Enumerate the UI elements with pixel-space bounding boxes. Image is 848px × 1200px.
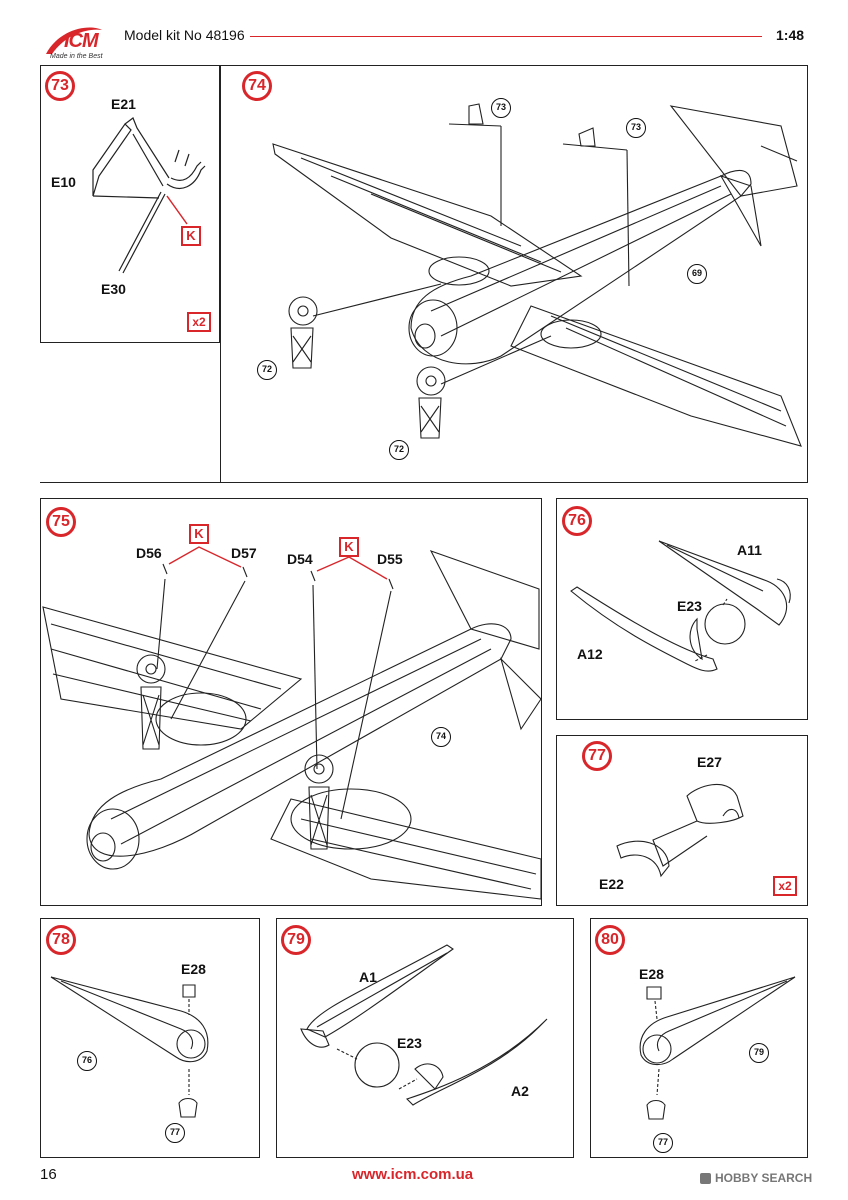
step-80-panel: 80 E28 79 77: [590, 918, 808, 1158]
ref-72-b: 72: [389, 440, 409, 460]
part-e27-label: E27: [697, 754, 722, 770]
part-e21-label: E21: [111, 96, 136, 112]
kit-label: Model kit No 48196: [124, 27, 245, 43]
aircraft-gear-drawing: [42, 546, 542, 900]
logo-tagline: Made in the Best: [50, 53, 103, 60]
watermark: HOBBY SEARCH: [700, 1171, 812, 1185]
step-79-number: 79: [281, 925, 311, 955]
step-80-number: 80: [595, 925, 625, 955]
exhaust-parts-drawing: [616, 783, 744, 878]
nacelle-assembly-drawing-80: [639, 976, 796, 1120]
part-d57-label: D57: [231, 545, 257, 561]
scale-label: 1:48: [776, 27, 805, 43]
glue-k-badge-right: K: [339, 537, 359, 557]
ref-73-a: 73: [491, 98, 511, 118]
ref-69: 69: [687, 264, 707, 284]
step-75-number: 75: [46, 507, 76, 537]
step-77-number: 77: [582, 741, 612, 771]
part-a1-label: A1: [359, 969, 377, 985]
step-77-panel: 77 E27 E22 x2: [556, 735, 808, 906]
part-d56-label: D56: [136, 545, 162, 561]
ref-77-a: 77: [165, 1123, 185, 1143]
website-link[interactable]: www.icm.com.ua: [352, 1166, 474, 1183]
step-78-number: 78: [46, 925, 76, 955]
step-76-number: 76: [562, 506, 592, 536]
part-e28-label-78: E28: [181, 961, 206, 977]
part-e30-label: E30: [101, 281, 126, 297]
nacelle-assembly-drawing-78: [50, 976, 209, 1118]
nacelle-parts-drawing: [570, 540, 791, 672]
strut-assembly-drawing: [92, 117, 206, 274]
icm-logo: ICM Made in the Best: [40, 22, 120, 64]
step-73-panel: 73 E21 E10 E30 K x2: [40, 65, 220, 343]
part-a11-label: A11: [737, 542, 762, 558]
part-e23-label: E23: [677, 598, 702, 614]
step-74-number: 74: [242, 71, 272, 101]
part-e22-label: E22: [599, 876, 624, 892]
ref-79: 79: [749, 1043, 769, 1063]
ref-74: 74: [431, 727, 451, 747]
logo-text: ICM: [64, 30, 99, 52]
part-a12-label: A12: [577, 646, 603, 662]
multiplier-x2-badge-77: x2: [773, 876, 797, 896]
part-d55-label: D55: [377, 551, 403, 567]
part-a2-label: A2: [511, 1083, 529, 1099]
multiplier-x2-badge: x2: [187, 312, 211, 332]
header-rule: [250, 36, 762, 37]
watermark-icon: [700, 1172, 711, 1184]
step-74-frame: 74: [220, 65, 808, 483]
step-73-number: 73: [45, 71, 75, 101]
ref-76: 76: [77, 1051, 97, 1071]
ref-73-b: 73: [626, 118, 646, 138]
logo-swoosh: [46, 27, 102, 54]
ref-77-b: 77: [653, 1133, 673, 1153]
nacelle-halves-drawing-79: [300, 944, 548, 1106]
ref-72-a: 72: [257, 360, 277, 380]
step-76-panel: 76 A11 E23 A12: [556, 498, 808, 720]
glue-k-badge-left: K: [189, 524, 209, 544]
part-e10-label: E10: [51, 174, 76, 190]
watermark-text: HOBBY SEARCH: [715, 1171, 813, 1185]
glue-k-badge: K: [181, 226, 201, 246]
part-e23-label-79: E23: [397, 1035, 422, 1051]
page-number: 16: [40, 1166, 57, 1183]
part-d54-label: D54: [287, 551, 313, 567]
step-78-panel: 78 E28 76 77: [40, 918, 260, 1158]
part-e28-label-80: E28: [639, 966, 664, 982]
step-79-panel: 79 A1 E23 A2: [276, 918, 574, 1158]
step-75-panel: 75 K K D56 D57 D54 D55: [40, 498, 542, 906]
aircraft-underside-drawing: [272, 103, 802, 447]
